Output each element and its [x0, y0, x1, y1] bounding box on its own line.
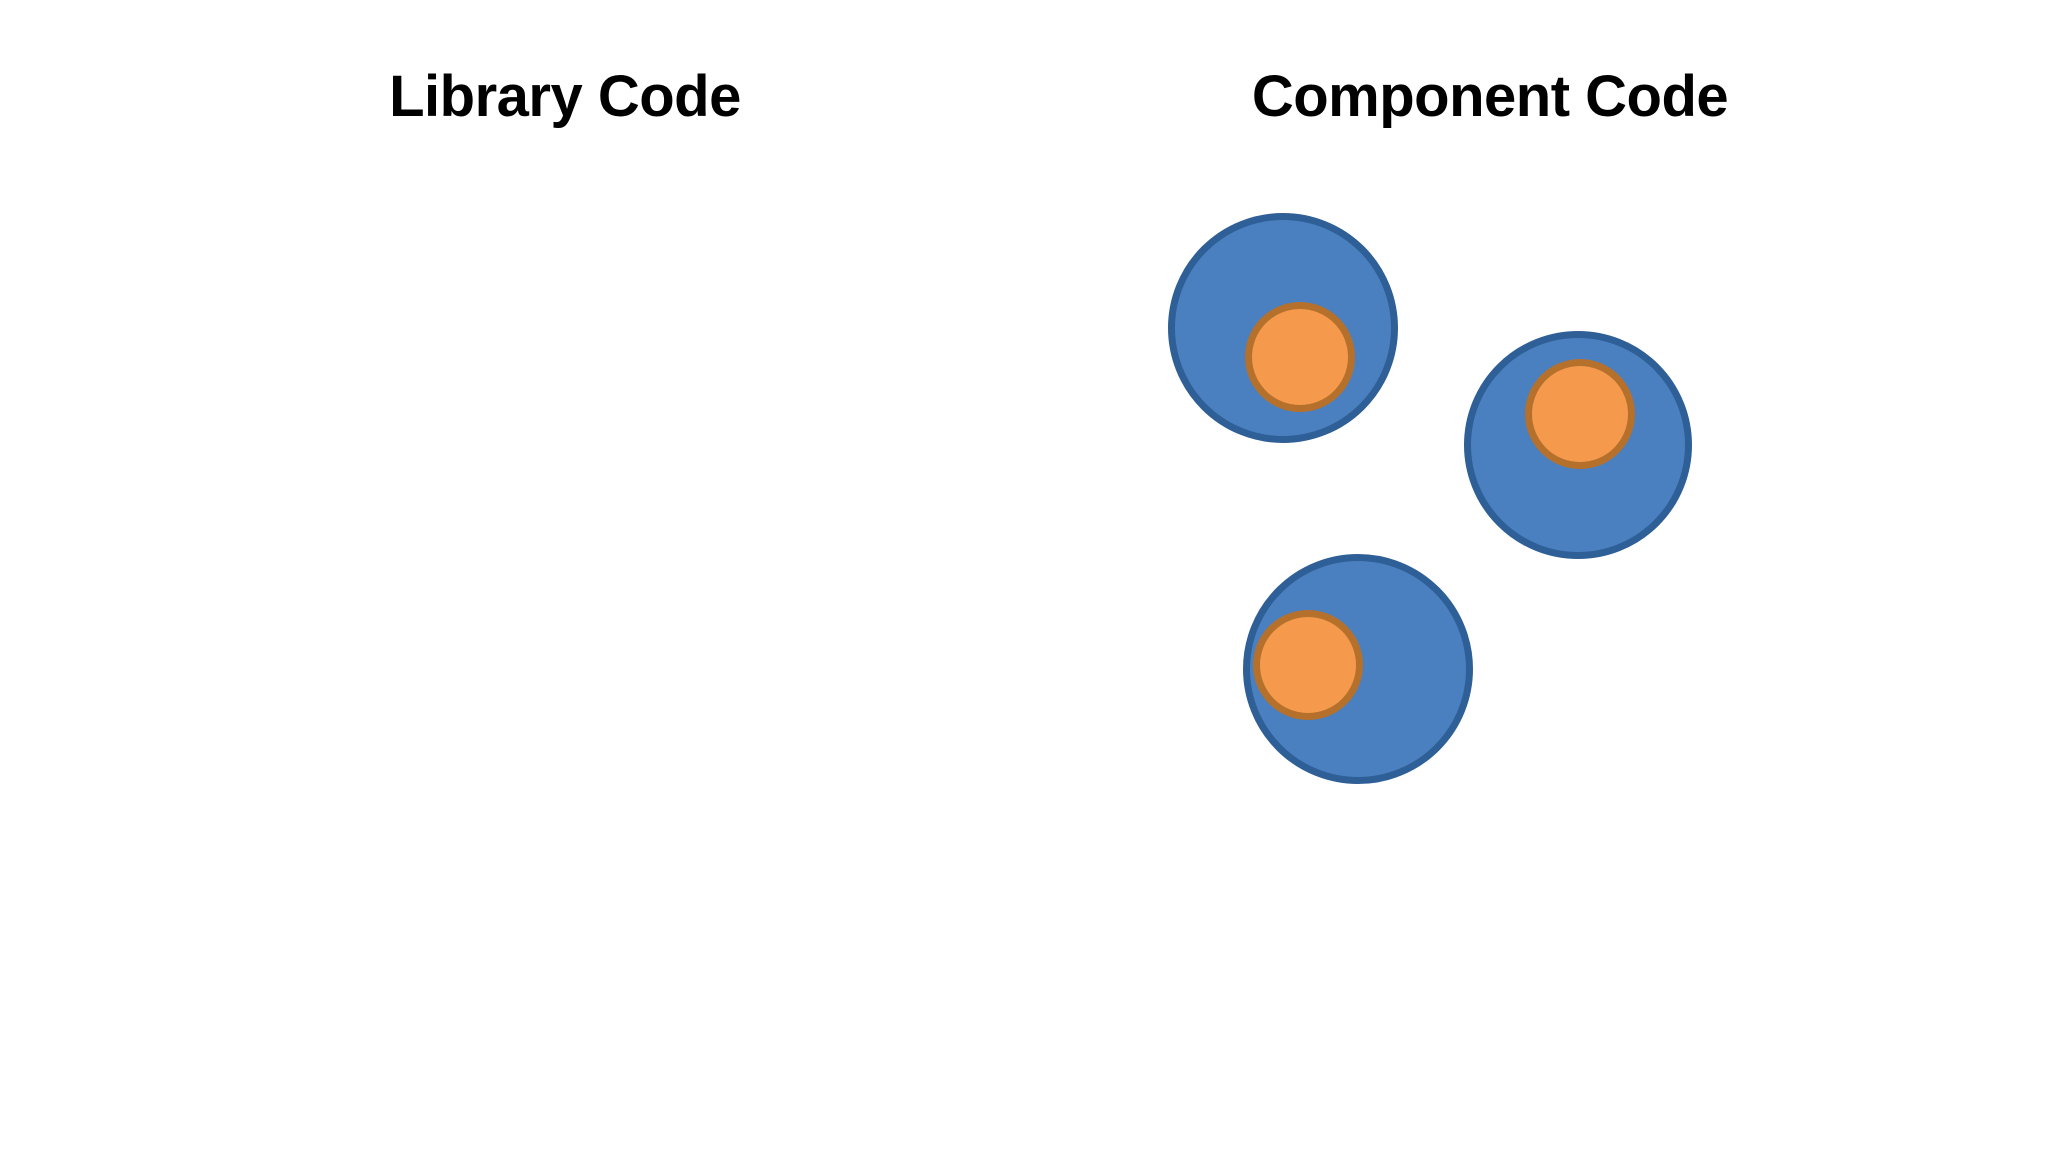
inner-circle: [1253, 610, 1363, 720]
library-code-panel: [0, 150, 1130, 1110]
inner-circle: [1245, 302, 1355, 412]
component-code-title: Component Code: [1251, 64, 1729, 129]
library-code-title: Library Code: [389, 64, 741, 129]
inner-circle: [1525, 359, 1635, 469]
